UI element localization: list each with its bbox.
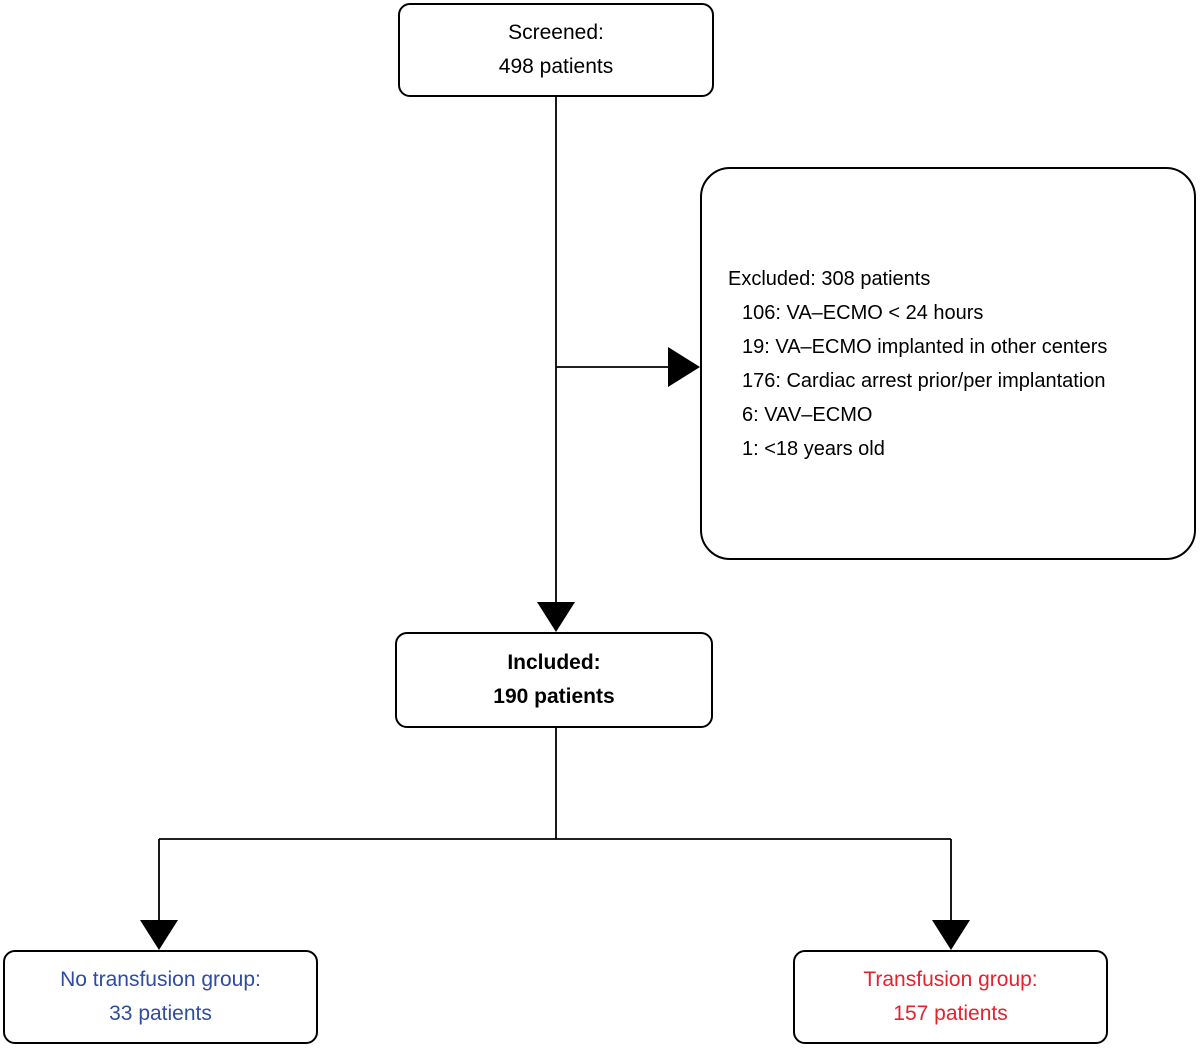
- excluded-item: 1: <18 years old: [742, 437, 885, 460]
- excluded-box: Excluded: 308 patients 106: VA–ECMO < 24…: [700, 167, 1196, 560]
- screened-count: 498 patients: [498, 55, 614, 78]
- excluded-item: 176: Cardiac arrest prior/per implantati…: [742, 369, 1106, 392]
- arrowhead-down-transfusion: [932, 920, 970, 950]
- transfusion-group-box: Transfusion group: 157 patients: [793, 950, 1108, 1044]
- transfusion-count: 157 patients: [893, 1002, 1008, 1025]
- arrowhead-down-included: [537, 602, 575, 632]
- excluded-item: 106: VA–ECMO < 24 hours: [742, 301, 984, 324]
- included-count: 190 patients: [493, 685, 615, 708]
- excluded-title: Excluded: 308 patients: [728, 267, 931, 290]
- no-transfusion-group-box: No transfusion group: 33 patients: [3, 950, 318, 1044]
- arrowhead-down-no-transfusion: [140, 920, 178, 950]
- excluded-item: 19: VA–ECMO implanted in other centers: [742, 335, 1108, 358]
- transfusion-label: Transfusion group:: [863, 968, 1038, 991]
- included-label: Included:: [507, 651, 601, 674]
- included-box: Included: 190 patients: [395, 632, 713, 728]
- no-transfusion-label: No transfusion group:: [60, 968, 261, 991]
- screened-box: Screened: 498 patients: [398, 3, 714, 97]
- screened-label: Screened:: [508, 21, 604, 44]
- excluded-item: 6: VAV–ECMO: [742, 403, 873, 426]
- no-transfusion-count: 33 patients: [109, 1002, 212, 1025]
- arrowhead-right-excluded: [668, 347, 700, 387]
